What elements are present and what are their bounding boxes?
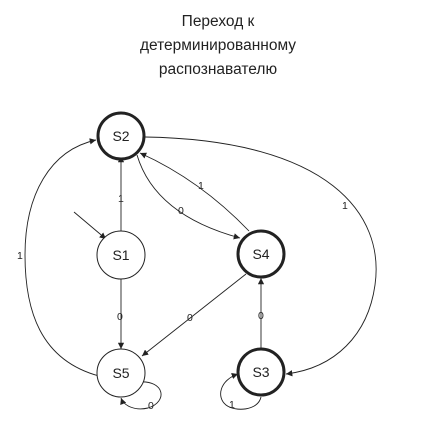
node-label-s1: S1 (112, 247, 129, 263)
node-s3: S3 (236, 347, 286, 397)
edge-s2-s3 (144, 136, 377, 377)
node-label-s4: S4 (252, 246, 269, 262)
edge-label-s2-s3: 1 (342, 200, 348, 212)
initial-arrow (73, 211, 107, 240)
node-label-s3: S3 (252, 364, 269, 380)
edge-label-s3-s4: 0 (258, 310, 264, 322)
edge-s4-s2 (139, 152, 250, 232)
edge-s5-s5 (120, 381, 162, 410)
edge-label-s1-s2: 1 (118, 193, 124, 205)
node-s1: S1 (96, 230, 146, 280)
node-label-s2: S2 (112, 128, 129, 144)
node-s2: S2 (96, 111, 146, 161)
edge-label-s1-s5: 0 (117, 311, 123, 323)
edge-s4-s5 (141, 273, 247, 357)
edge-label-s5-s5: 0 (148, 400, 154, 412)
edge-label-s2-s4: 0 (178, 205, 184, 217)
nodes: S2 S1 S4 S5 S3 (96, 111, 286, 398)
title-line-2: детерминированному (140, 37, 296, 54)
title-line-3: распознавателю (159, 61, 277, 78)
edge-label-s5-s2: 1 (17, 250, 23, 262)
node-label-s5: S5 (112, 365, 129, 381)
edges: 1 0 0 1 1 0 0 1 0 1 (17, 136, 377, 412)
edge-s5-s2 (24, 138, 100, 377)
edge-label-s3-s3: 1 (229, 399, 235, 411)
node-s4: S4 (236, 229, 286, 279)
edge-s3-s3 (220, 373, 262, 410)
node-s5: S5 (96, 348, 146, 398)
edge-label-s4-s2: 1 (198, 180, 204, 192)
title-line-1: Переход к (182, 13, 255, 30)
diagram-title: Переход к детерминированному распознават… (140, 13, 296, 78)
edge-label-s4-s5: 0 (187, 312, 193, 324)
edge-s2-s4 (136, 154, 241, 240)
